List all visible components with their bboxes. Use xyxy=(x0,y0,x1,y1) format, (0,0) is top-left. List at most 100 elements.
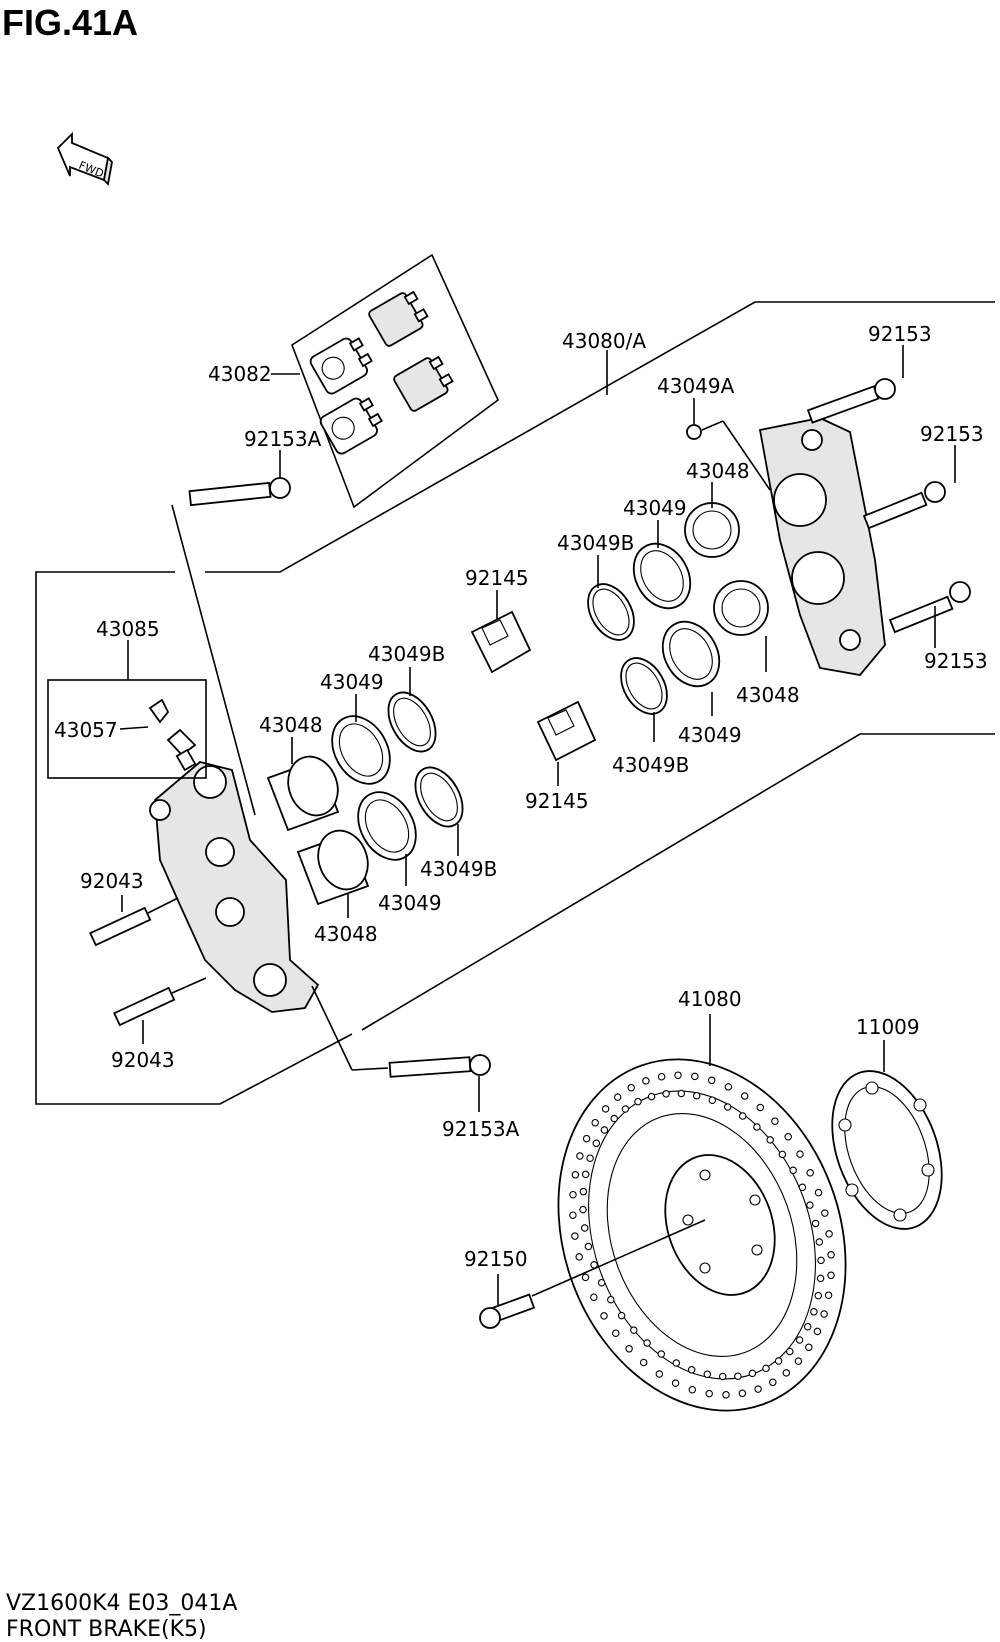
disc-vent-hole xyxy=(815,1238,824,1246)
bleeder-cap xyxy=(148,698,170,724)
disc-vent-hole xyxy=(796,1150,804,1158)
label-43049-r2: 43049 xyxy=(678,723,742,747)
label-92153a-bot: 92153A xyxy=(442,1117,520,1141)
dust-seal-r1 xyxy=(587,583,635,641)
disc-vent-hole xyxy=(687,1366,696,1374)
disc-vent-hole xyxy=(581,1273,590,1282)
disc-vent-hole xyxy=(705,1389,713,1398)
disc-vent-hole xyxy=(738,1389,747,1398)
label-43080a: 43080/A xyxy=(562,329,646,353)
disc-vent-hole xyxy=(724,1083,733,1091)
disc-vent-hole xyxy=(813,1327,822,1336)
brake-pad-set xyxy=(291,253,499,509)
disc-vent-hole xyxy=(590,1293,598,1301)
disc-vent-hole xyxy=(575,1253,583,1261)
disc-vent-hole xyxy=(756,1103,765,1112)
disc-vent-hole xyxy=(782,1369,791,1377)
disc-vent-hole xyxy=(691,1072,699,1081)
caliper-pin-1 xyxy=(89,897,179,947)
caliper-pin-2 xyxy=(113,977,207,1027)
disc-vent-hole xyxy=(789,1166,797,1175)
disc-vent-hole xyxy=(576,1152,584,1160)
disc-vent-hole xyxy=(612,1329,620,1337)
disc-vent-hole xyxy=(571,1171,580,1179)
bleeder-kit-box xyxy=(47,679,207,779)
label-92145-1: 92145 xyxy=(465,566,529,590)
seal-r2 xyxy=(661,620,721,688)
seal-r1 xyxy=(632,542,692,610)
disc-vent-hole xyxy=(824,1291,833,1299)
disc-vent-hole xyxy=(810,1308,818,1316)
pin-bolt-top xyxy=(188,477,291,507)
bleeder-valve xyxy=(166,728,197,772)
pad-spring-2 xyxy=(536,700,597,762)
figure-subtitle: FRONT BRAKE(K5) xyxy=(6,1617,207,1642)
label-43049b-r2: 43049B xyxy=(612,753,689,777)
label-43085: 43085 xyxy=(96,617,160,641)
disc-vent-hole xyxy=(671,1379,680,1387)
label-43049a: 43049A xyxy=(657,374,735,398)
disc-vent-hole xyxy=(769,1378,777,1387)
disc-vent-hole xyxy=(718,1372,727,1381)
left-caliper-half xyxy=(149,761,320,1013)
disc-vent-hole xyxy=(597,1278,606,1287)
disc-vent-hole xyxy=(798,1183,807,1192)
disc-vent-hole xyxy=(825,1230,833,1238)
disc-vent-hole xyxy=(806,1201,814,1209)
disc-vent-hole xyxy=(820,1310,828,1318)
dust-seal-l2 xyxy=(414,766,464,828)
disc-vent-hole xyxy=(634,1097,642,1106)
label-92153-1: 92153 xyxy=(868,322,932,346)
disc-vent-hole xyxy=(738,1112,747,1120)
figure-code: VZ1600K4 E03_041A xyxy=(6,1591,238,1616)
disc-vent-hole xyxy=(803,1322,812,1331)
label-92153-2: 92153 xyxy=(920,422,984,446)
label-92145-2: 92145 xyxy=(525,789,589,813)
disc-vent-hole xyxy=(657,1350,666,1358)
disc-vent-hole xyxy=(821,1209,829,1217)
disc-vent-hole xyxy=(625,1345,633,1353)
dust-seal-l1 xyxy=(387,691,437,753)
disc-vent-hole xyxy=(806,1169,814,1177)
disc-vent-hole xyxy=(778,1150,787,1159)
piston-l1 xyxy=(266,755,340,832)
disc-vent-hole xyxy=(786,1347,794,1356)
figure-title: FIG.41A xyxy=(2,2,139,43)
label-43049-r1: 43049 xyxy=(623,496,687,520)
disc-vent-hole xyxy=(579,1187,588,1196)
disc-vent-hole xyxy=(584,1242,593,1251)
disc-vent-hole xyxy=(580,1224,589,1232)
label-43049-l2: 43049 xyxy=(378,891,442,915)
disc-vent-hole xyxy=(816,1274,825,1283)
label-92153a-top: 92153A xyxy=(244,427,322,451)
caliper-bolt-2 xyxy=(862,481,946,530)
piston-r2 xyxy=(713,580,769,636)
label-43049b-l2: 43049B xyxy=(420,857,497,881)
washer-43049a xyxy=(686,424,702,440)
disc-vent-hole xyxy=(569,1190,577,1199)
disc-vent-hole xyxy=(621,1105,630,1113)
disc-vent-hole xyxy=(814,1291,823,1300)
disc-vent-hole xyxy=(753,1123,761,1131)
pad-spring-1 xyxy=(470,610,532,674)
piston-l2 xyxy=(296,829,370,906)
disc-vent-hole xyxy=(571,1232,579,1240)
disc-vent-hole xyxy=(708,1096,717,1104)
disc-vent-hole xyxy=(582,1134,591,1143)
disc-vent-hole xyxy=(657,1072,666,1081)
brake-disc xyxy=(557,1058,847,1412)
disc-vent-hole xyxy=(811,1219,820,1228)
disc-vent-hole xyxy=(581,1170,590,1179)
disc-vent-hole xyxy=(734,1372,742,1380)
disc-vent-hole xyxy=(771,1117,779,1125)
disc-vent-hole xyxy=(692,1091,701,1100)
assembly-outline xyxy=(35,301,995,1105)
label-92043-1: 92043 xyxy=(80,869,144,893)
disc-vent-hole xyxy=(707,1076,716,1085)
label-43049b-r1: 43049B xyxy=(557,531,634,555)
seal-l2 xyxy=(357,791,417,861)
fwd-arrow-icon: FWD xyxy=(56,131,113,186)
disc-vent-hole xyxy=(762,1364,770,1373)
label-92150: 92150 xyxy=(464,1247,528,1271)
